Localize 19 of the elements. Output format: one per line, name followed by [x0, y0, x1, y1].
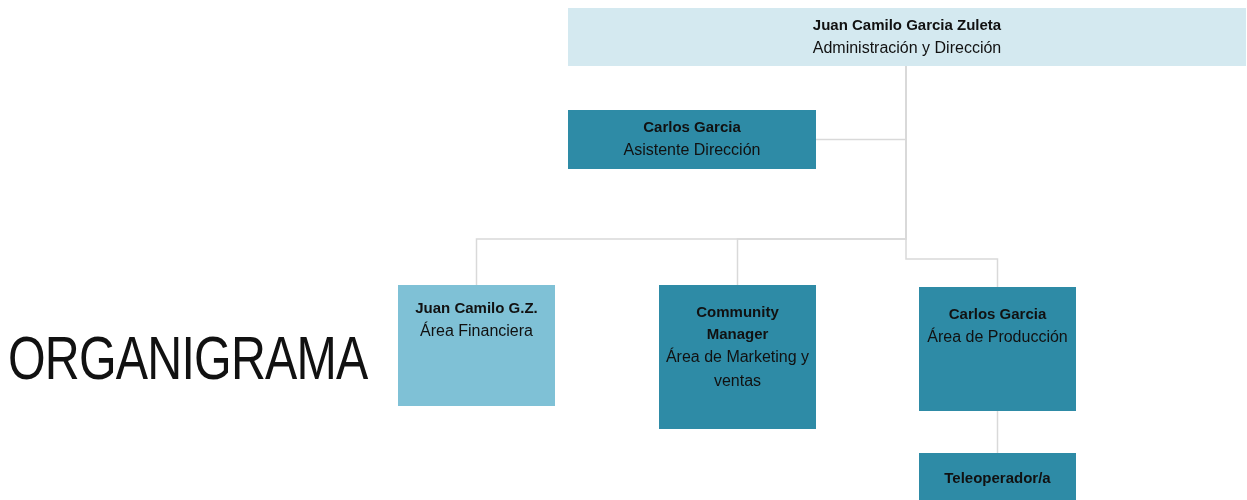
org-box [568, 8, 1246, 66]
person-name: Community Manager [695, 302, 780, 344]
role-text: Área de Marketing y ventas [665, 346, 810, 391]
person-name: Juan Camilo Garcia Zuleta [812, 15, 1002, 35]
org-box [659, 285, 816, 429]
page-title: ORGANIGRAMA [8, 322, 368, 393]
person-name: Carlos Garcia [948, 304, 1047, 324]
role-text: Asistente Dirección [623, 140, 761, 160]
person-name: Juan Camilo G.Z. [415, 298, 538, 318]
connector-line [996, 410, 999, 454]
person-name: Teleoperador/a [944, 468, 1051, 488]
role-text: Administración y Dirección [812, 38, 1002, 58]
org-box [919, 453, 1076, 500]
org-box [398, 285, 555, 406]
person-name: Carlos Garcia [643, 117, 741, 137]
role-text: Área Financiera [420, 320, 533, 341]
role-text: Área de Producción [927, 326, 1068, 347]
org-box [568, 110, 816, 169]
org-box [919, 287, 1076, 411]
